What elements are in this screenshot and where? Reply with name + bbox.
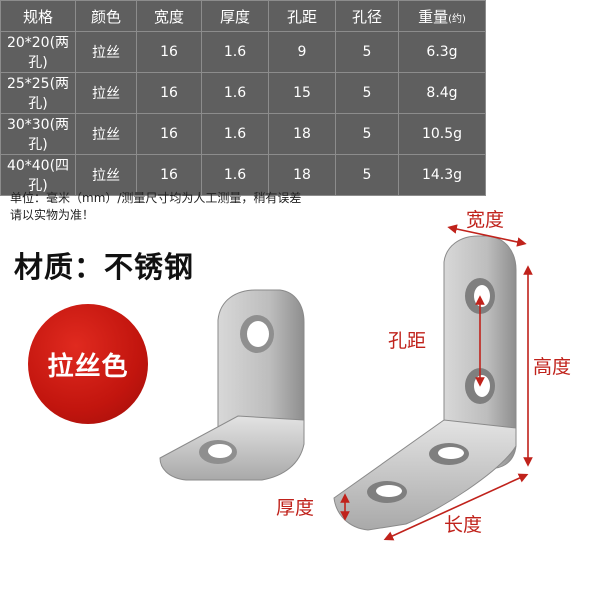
cell-hole-diameter: 5 bbox=[335, 154, 399, 196]
header-spec: 规格 bbox=[0, 0, 76, 32]
table-row: 20*20(两孔) 拉丝 16 1.6 9 5 6.3g bbox=[0, 31, 486, 73]
cell-hole-diameter: 5 bbox=[335, 72, 399, 114]
note-line-2: 请以实物为准！ bbox=[10, 208, 95, 222]
cell-weight: 10.5g bbox=[398, 113, 486, 155]
cell-spec: 40*40(四孔) bbox=[0, 154, 76, 196]
finish-badge: 拉丝色 bbox=[28, 304, 148, 424]
small-bracket-hole-top-inner bbox=[247, 321, 269, 347]
small-bracket bbox=[159, 289, 305, 481]
header-weight: 重量(约) bbox=[398, 0, 486, 32]
small-bracket-hole-bottom-inner bbox=[208, 444, 232, 458]
cell-hole-spacing: 9 bbox=[268, 31, 336, 73]
header-hole-spacing: 孔距 bbox=[268, 0, 336, 32]
cell-weight: 14.3g bbox=[398, 154, 486, 196]
cell-width: 16 bbox=[136, 113, 202, 155]
height-label: 高度 bbox=[533, 356, 572, 378]
header-weight-unit: (约) bbox=[448, 13, 466, 25]
width-label: 宽度 bbox=[466, 209, 505, 231]
cell-weight: 6.3g bbox=[398, 31, 486, 73]
large-bracket-hole-1-inner bbox=[474, 285, 490, 307]
material-label: 材质：不锈钢 bbox=[14, 250, 195, 284]
cell-hole-diameter: 5 bbox=[335, 31, 399, 73]
length-arrow bbox=[383, 473, 529, 541]
cell-thickness: 1.6 bbox=[201, 31, 269, 73]
table-row: 30*30(两孔) 拉丝 16 1.6 18 5 10.5g bbox=[0, 113, 486, 155]
header-color: 颜色 bbox=[75, 0, 137, 32]
length-label: 长度 bbox=[444, 514, 483, 536]
spec-table: 规格 颜色 宽度 厚度 孔距 孔径 重量(约) 20*20(两孔) 拉丝 16 … bbox=[0, 0, 486, 196]
cell-width: 16 bbox=[136, 154, 202, 196]
cell-color: 拉丝 bbox=[75, 113, 137, 155]
thickness-label: 厚度 bbox=[276, 497, 315, 519]
cell-color: 拉丝 bbox=[75, 154, 137, 196]
cell-hole-spacing: 15 bbox=[268, 72, 336, 114]
width-arrow bbox=[447, 224, 527, 247]
large-bracket-horizontal-plate bbox=[333, 419, 517, 531]
finish-badge-label: 拉丝色 bbox=[47, 351, 129, 382]
large-bracket-hole-4-inner bbox=[376, 485, 402, 497]
table-header-row: 规格 颜色 宽度 厚度 孔距 孔径 重量(约) bbox=[0, 0, 486, 32]
cell-spec: 20*20(两孔) bbox=[0, 31, 76, 73]
hole-spacing-label: 孔距 bbox=[388, 330, 427, 352]
large-bracket bbox=[333, 235, 517, 531]
cell-thickness: 1.6 bbox=[201, 154, 269, 196]
measurement-note: 单位：毫米（mm）/测量尺寸均为人工测量，稍有误差 请以实物为准！ bbox=[10, 190, 301, 224]
cell-hole-spacing: 18 bbox=[268, 154, 336, 196]
cell-spec: 25*25(两孔) bbox=[0, 72, 76, 114]
large-bracket-hole-3-inner bbox=[438, 447, 464, 459]
cell-hole-spacing: 18 bbox=[268, 113, 336, 155]
header-width: 宽度 bbox=[136, 0, 202, 32]
table-row: 40*40(四孔) 拉丝 16 1.6 18 5 14.3g bbox=[0, 154, 486, 196]
cell-thickness: 1.6 bbox=[201, 72, 269, 114]
note-line-1: 单位：毫米（mm）/测量尺寸均为人工测量，稍有误差 bbox=[10, 191, 302, 205]
large-bracket-hole-2-inner bbox=[474, 375, 490, 397]
cell-color: 拉丝 bbox=[75, 31, 137, 73]
header-weight-label: 重量 bbox=[418, 7, 449, 26]
header-hole-diameter: 孔径 bbox=[335, 0, 399, 32]
cell-thickness: 1.6 bbox=[201, 113, 269, 155]
